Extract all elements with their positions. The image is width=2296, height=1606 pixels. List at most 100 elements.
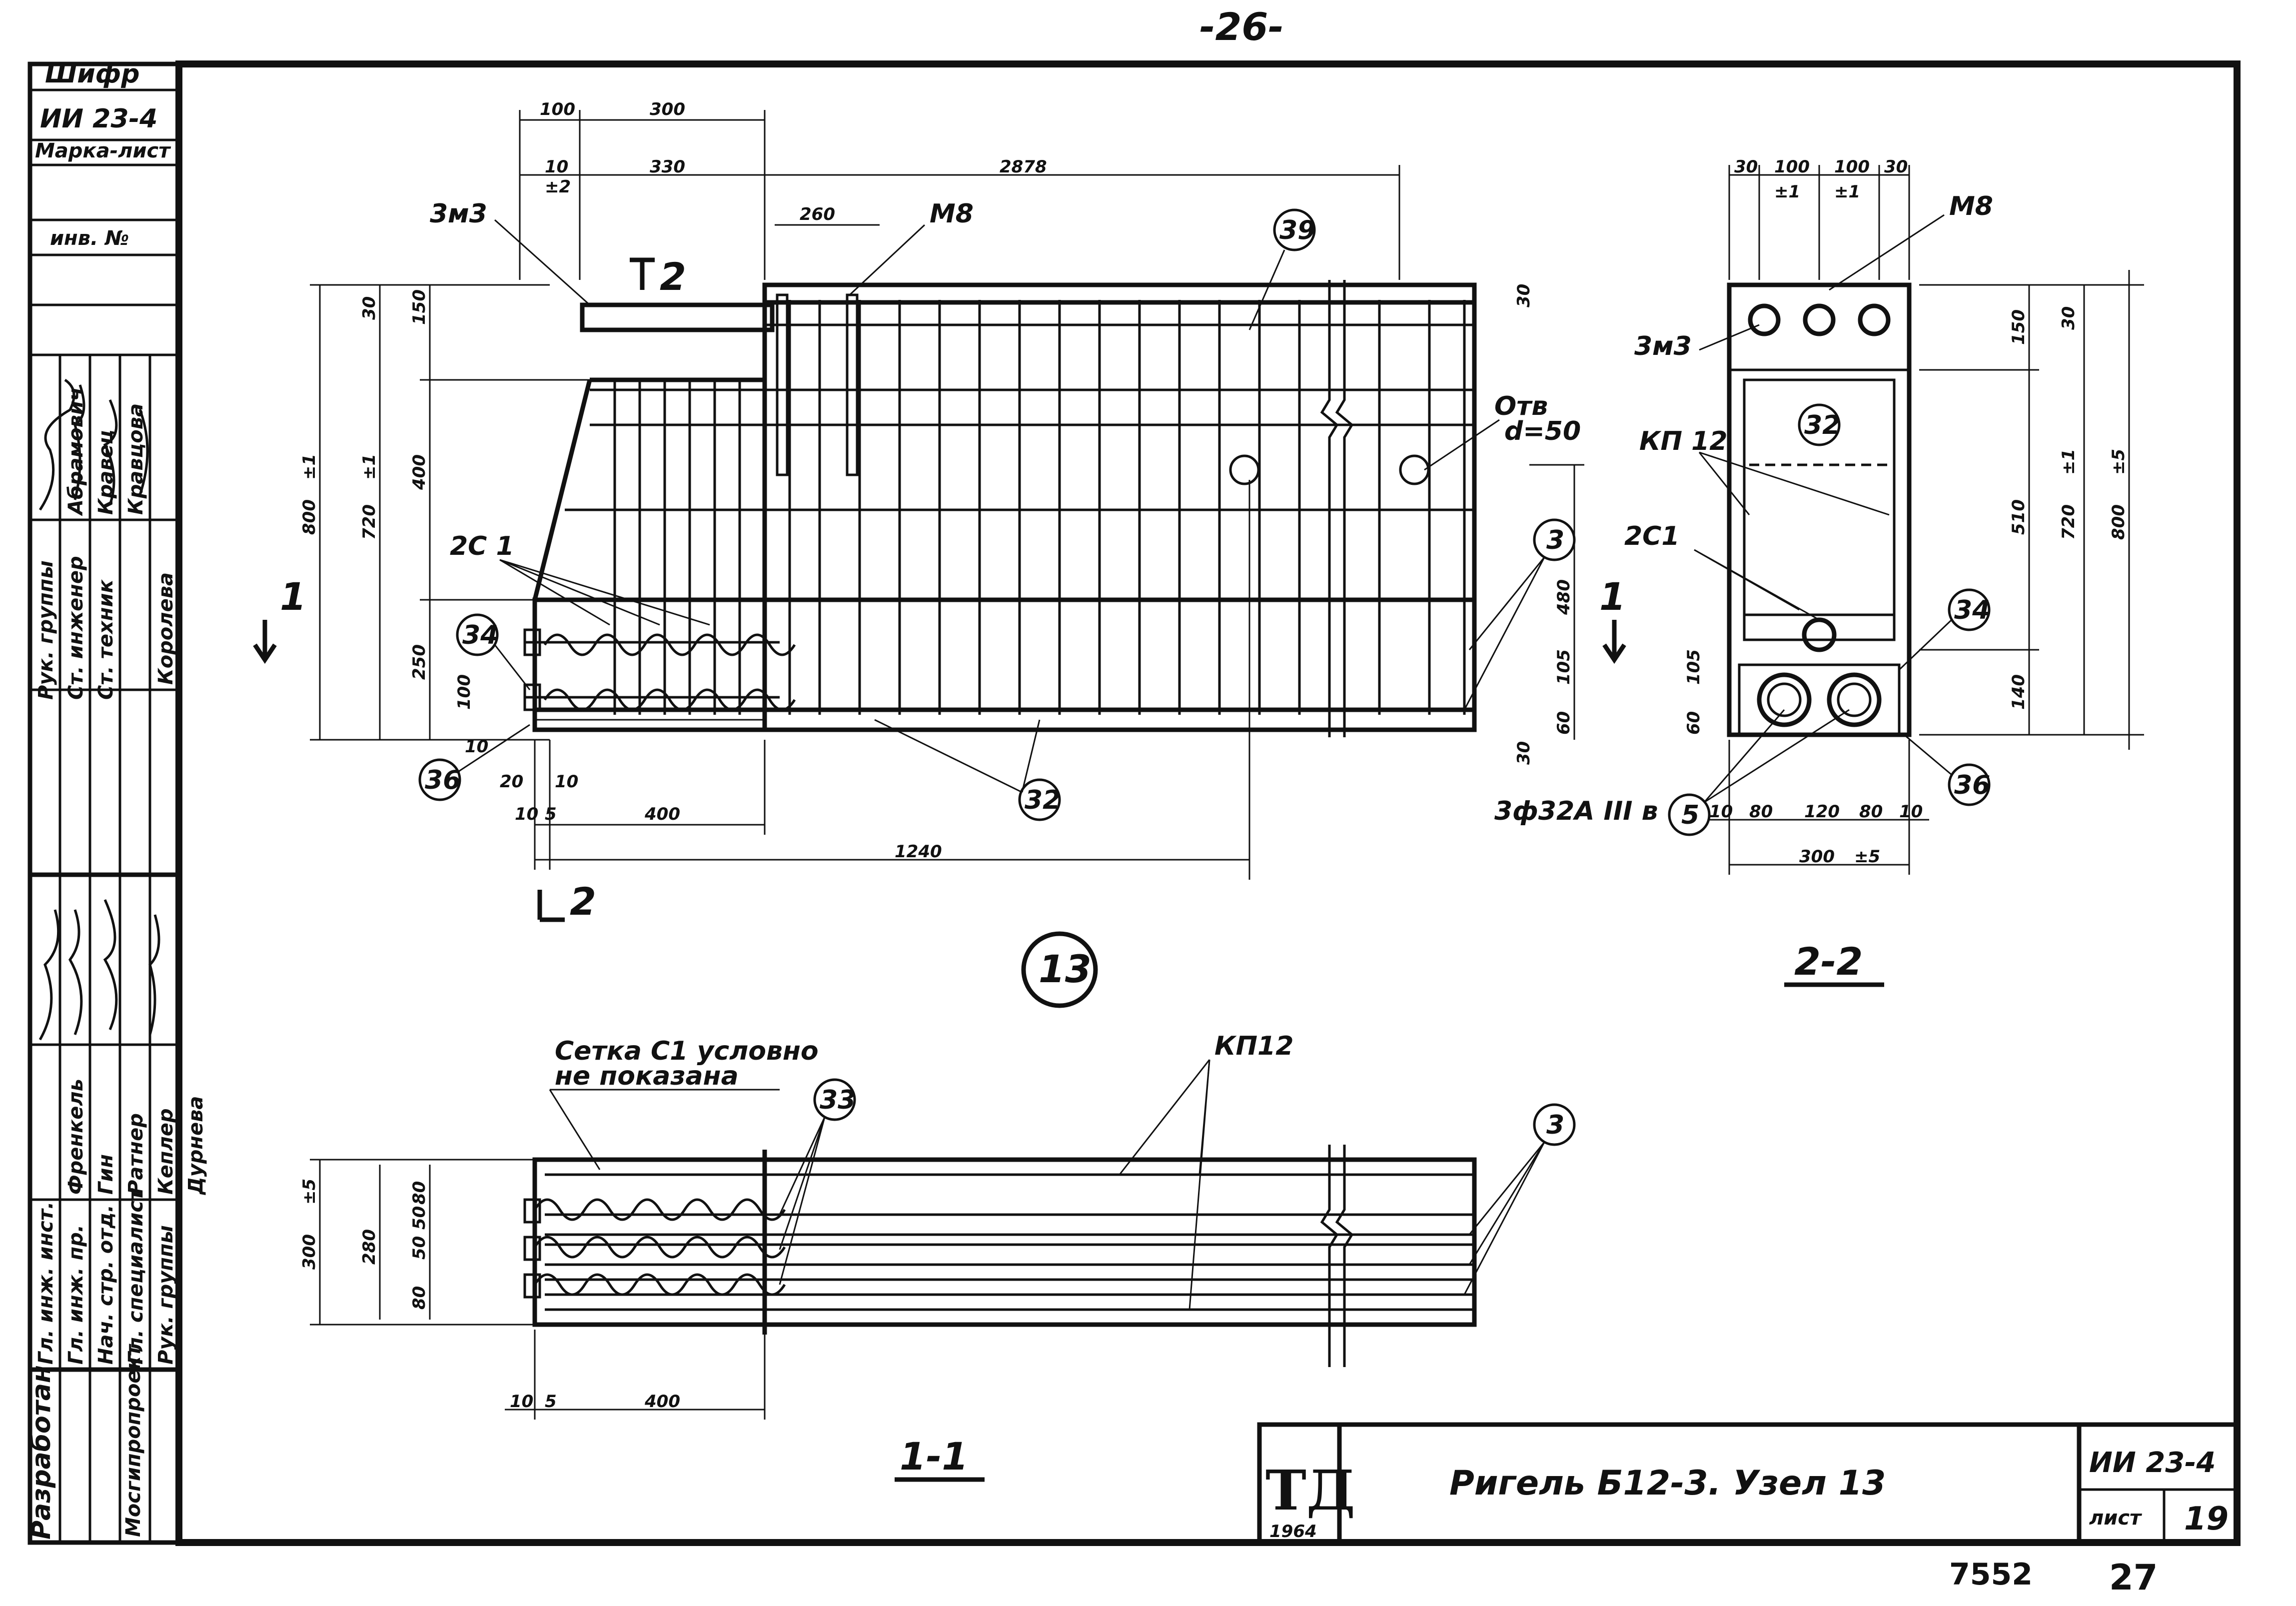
callout-34-22: 34: [1954, 595, 1990, 625]
mark-m8-22: М8: [1949, 191, 1993, 221]
dim-150-22: 150: [2009, 309, 2029, 345]
stamp-sheet-no: 19: [2184, 1501, 2229, 1538]
dim-480: 480: [1554, 579, 1574, 615]
tol-22a: ±1: [1774, 182, 1800, 202]
td-logo: ТД: [1265, 1458, 1355, 1523]
dim-300-11: 300: [299, 1234, 319, 1270]
dim-100: 100: [540, 99, 575, 119]
dim-10-22b: 10: [1899, 802, 1923, 822]
tol-2: ±2: [545, 177, 571, 197]
dim-5: 5: [545, 804, 557, 824]
dim-300: 300: [650, 99, 685, 119]
signature-2: [38, 899, 160, 1041]
dim-720-22: 720: [2059, 504, 2079, 540]
dim-60-22: 60: [1684, 711, 1704, 735]
role-a-1: Ст. инженер: [64, 556, 87, 700]
mark-label: Марка-лист: [35, 139, 171, 162]
name-b-2: Ратнер: [124, 1113, 147, 1195]
page-number-bottom: 27: [2109, 1557, 2158, 1598]
role-b-0: Гл. инж. инст.: [34, 1202, 57, 1365]
note-mesh: Сетка С1 условно: [555, 1036, 819, 1066]
dim-50-11a: 50: [409, 1206, 429, 1230]
role-b-3: Гл. специалист: [124, 1188, 147, 1365]
dim-800: 800: [299, 499, 319, 535]
name-b-1: Гин: [94, 1154, 117, 1195]
mark-2c1-22: 2С1: [1624, 521, 1680, 551]
stamp-year: 1964: [1269, 1522, 1317, 1542]
callout-3-main: 3: [1546, 525, 1564, 555]
cut-2-top: 2: [660, 254, 686, 299]
tol-22e: ±5: [1854, 847, 1880, 867]
page-number: -26-: [1199, 4, 1284, 49]
callout-36-22: 36: [1954, 770, 1990, 800]
note-rebar: 3ф32А III в: [1494, 796, 1658, 826]
dim-30-22a: 30: [1734, 157, 1758, 177]
dim-30-22b: 30: [1884, 157, 1908, 177]
role-a-0: Рук. группы: [34, 560, 57, 700]
dim-30-top: 30: [1514, 284, 1534, 307]
dim-510: 510: [2009, 499, 2029, 535]
sheet-frame: [27, 60, 2241, 1546]
dim-10-b2: 10: [515, 804, 538, 824]
callout-33: 33: [820, 1085, 856, 1115]
dim-150: 150: [409, 289, 429, 325]
dim-300-22: 300: [1799, 847, 1835, 867]
dim-105-right: 105: [1554, 649, 1574, 685]
role-b-2: Нач. стр. отд.: [94, 1205, 117, 1365]
tol-11: ±5: [299, 1179, 319, 1205]
cut-1-right: 1: [1599, 574, 1626, 619]
dim-5-11: 5: [545, 1392, 557, 1412]
dim-20: 20: [500, 772, 523, 792]
callout-32-main: 32: [1025, 785, 1061, 815]
main-elevation: 100 300 10 ±2 3 30 2878 2 60 800 ±1 720 ±1…: [253, 99, 1626, 924]
note-hole-d: d=50: [1504, 416, 1581, 446]
mark-zm3: 3м3: [430, 199, 487, 229]
node-label: 13: [1039, 947, 1092, 991]
dim-10-22a: 10: [1709, 802, 1733, 822]
dim-250: 250: [409, 644, 429, 680]
callout-36-main: 36: [425, 765, 461, 795]
dim-280: 280: [359, 1229, 379, 1265]
cipher-value: ИИ 23-4: [40, 104, 157, 134]
signature-1: [38, 378, 149, 511]
node-13: 13: [1021, 931, 1098, 1008]
dim-720: 720: [359, 504, 379, 540]
callouts-main: 39 3 34 36 32: [418, 208, 1576, 821]
section-2-2: 30 100 100 30 ±1 ±1 150 30 510 720 ±1 80…: [1494, 157, 2144, 987]
dim-800-22: 800: [2109, 504, 2129, 540]
dim-400-11: 400: [644, 1392, 680, 1412]
dim-80-22a: 80: [1749, 802, 1773, 822]
stamp-sheet-label: лист: [2089, 1507, 2143, 1530]
callouts-1-1: 33 3: [779, 1078, 1576, 1295]
dim-30-left: 30: [359, 296, 379, 320]
section-2-2-title: 2-2: [1794, 939, 1863, 984]
dim-100-left: 100: [454, 674, 474, 710]
cipher-label: Шифр: [45, 59, 140, 89]
tol-1a: ±1: [299, 454, 319, 480]
section-1-1-title: 1-1: [900, 1434, 968, 1479]
dim-120: 120: [1804, 802, 1840, 822]
title-block: ТД 1964 Ригель Б12-3. Узел 13 ИИ 23-4 ли…: [1257, 1422, 2240, 1545]
dim-10-bottom: 10: [555, 772, 578, 792]
side-table: Шифр ИИ 23-4 Марка-лист инв. № Рук. груп…: [26, 59, 207, 1543]
developed-label: Разработан: [26, 1365, 56, 1540]
dim-60-right: 60: [1554, 711, 1574, 735]
tol-22d: ±5: [2109, 449, 2129, 475]
dim-2878: 2878: [1000, 157, 1047, 177]
callout-39: 39: [1279, 215, 1315, 245]
stamp-code: ИИ 23-4: [2089, 1447, 2216, 1479]
dim-50-11b: 50: [409, 1236, 429, 1260]
section-1-1: 300 ±5 280 80 50 50 80 10 5 400 Сетка С1…: [299, 1031, 1477, 1482]
dim-100-22b: 100: [1834, 157, 1870, 177]
tol-22c: ±1: [2059, 449, 2079, 475]
dim-30-22r: 30: [2059, 306, 2079, 330]
dim-10: 10: [545, 157, 568, 177]
tol-22b: ±1: [1834, 182, 1860, 202]
dim-80-11b: 80: [409, 1286, 429, 1310]
dim-400: 400: [409, 454, 429, 490]
dim-105-22: 105: [1684, 649, 1704, 685]
mark-2c1: 2С 1: [450, 531, 514, 561]
mark-m8: М8: [930, 199, 974, 229]
tol-1b: ±1: [359, 454, 379, 480]
